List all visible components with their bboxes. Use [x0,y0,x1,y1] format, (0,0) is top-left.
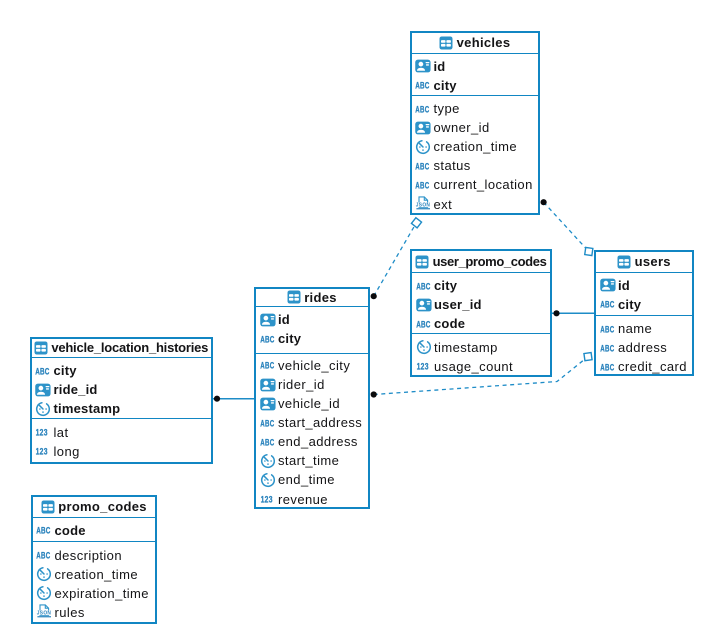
svg-text:ABC: ABC [416,281,430,291]
svg-text:ABC: ABC [260,334,274,344]
svg-text:ABC: ABC [600,343,614,353]
svg-text:123: 123 [36,447,48,457]
svg-text:ABC: ABC [600,324,614,334]
svg-text:123: 123 [260,494,272,504]
svg-text:ABC: ABC [35,366,49,376]
svg-text:JSON: JSON [416,203,431,209]
svg-text:ABC: ABC [260,361,274,371]
svg-text:ABC: ABC [260,437,274,447]
svg-text:ABC: ABC [415,104,429,114]
svg-text:ABC: ABC [416,319,430,329]
svg-text:ABC: ABC [415,180,429,190]
svg-text:123: 123 [36,428,48,438]
svg-text:ABC: ABC [36,550,50,560]
svg-text:ABC: ABC [600,362,614,372]
svg-text:ABC: ABC [36,526,50,536]
svg-text:ABC: ABC [600,300,614,310]
svg-text:ABC: ABC [260,418,274,428]
svg-text:ABC: ABC [415,81,429,91]
svg-text:JSON: JSON [37,611,52,617]
svg-text:ABC: ABC [415,161,429,171]
svg-text:123: 123 [416,362,428,372]
